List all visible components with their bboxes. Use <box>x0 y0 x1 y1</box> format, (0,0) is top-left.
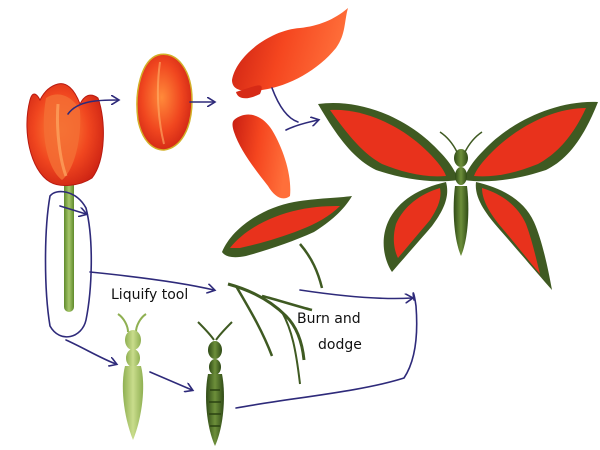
arrow-stem-to-veins <box>89 271 214 290</box>
wing-veins <box>227 243 324 385</box>
arrow-petals-to-butterfly <box>285 120 318 131</box>
arrow-stem-mark <box>59 205 86 214</box>
tulip-stem <box>64 178 74 312</box>
stem-selection-loop <box>44 190 93 338</box>
label-dodge: dodge <box>318 337 362 353</box>
arrow-stem-to-body <box>65 339 116 364</box>
arrow-tulip-to-petal <box>67 100 118 115</box>
arrow-body-to-dark <box>149 371 192 390</box>
insect-body-pale <box>117 313 147 440</box>
insect-body-dark <box>197 321 233 446</box>
stretched-petal-top <box>232 8 348 99</box>
petal-lower <box>232 114 291 199</box>
label-liquify-tool: Liquify tool <box>111 287 189 303</box>
wing-fragment <box>222 196 352 258</box>
butterfly <box>318 101 598 290</box>
arrow-veins-to-butterfly <box>299 289 412 299</box>
flow-arrows <box>44 87 418 409</box>
label-burn-and: Burn and <box>297 311 361 327</box>
tulip-flower <box>26 83 104 312</box>
tulip-petal <box>136 53 193 151</box>
arrow-stretched-down <box>271 87 299 123</box>
